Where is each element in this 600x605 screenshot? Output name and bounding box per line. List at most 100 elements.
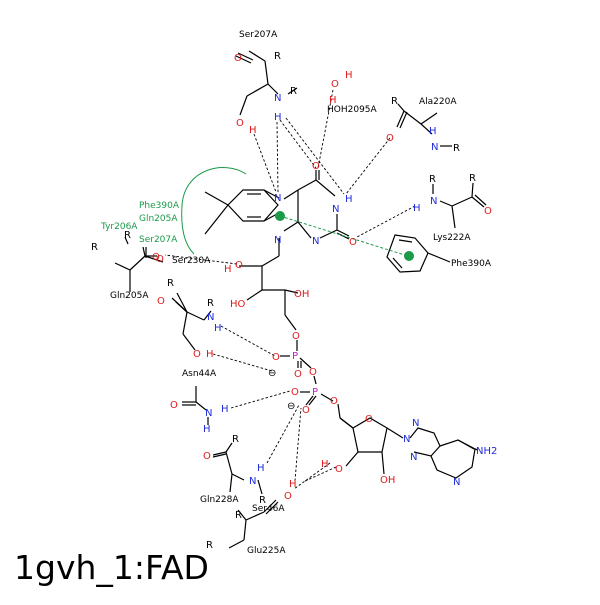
- residue-labels: Ser207A HOH2095A Ala220A Lys222A Phe390A…: [100, 30, 492, 556]
- atom-r: R: [207, 298, 214, 309]
- atom-nh2: NH2: [476, 446, 497, 457]
- label-tyr206-green: Tyr206A: [100, 222, 138, 232]
- atom-minus: ⊖: [268, 368, 276, 379]
- atom-n: N: [412, 418, 419, 429]
- atom-o: O: [203, 451, 211, 462]
- atom-o: O: [386, 133, 394, 144]
- atom-h: H: [329, 95, 337, 106]
- label-ser230: Ser230A: [172, 256, 211, 266]
- atom-h: H: [257, 463, 265, 474]
- atom-o: O: [349, 237, 357, 248]
- residue-bonds: [114, 50, 487, 549]
- atom-r: R: [206, 540, 213, 551]
- atom-n: N: [312, 236, 319, 247]
- atom-n: N: [431, 142, 438, 153]
- hydrogen-bonds: [164, 89, 416, 490]
- label-ser207-green: Ser207A: [139, 235, 178, 245]
- atom-o: O: [365, 414, 373, 425]
- label-gln205-green: Gln205A: [139, 214, 178, 224]
- label-ser207-top: Ser207A: [239, 30, 278, 40]
- label-ser46: Ser46A: [252, 504, 285, 514]
- label-ala220: Ala220A: [419, 97, 457, 107]
- atom-h: H: [413, 203, 421, 214]
- pi-centroid-flavin: [275, 211, 285, 221]
- atom-h: H: [249, 125, 257, 136]
- atom-n: N: [453, 477, 460, 488]
- atom-o: O: [272, 352, 280, 363]
- atom-h: H: [224, 264, 232, 275]
- atom-o: O: [193, 349, 201, 360]
- page-title: 1gvh_1:FAD: [14, 548, 209, 587]
- atom-h: H: [345, 194, 353, 205]
- atom-n: N: [430, 196, 437, 207]
- atom-h: H: [274, 112, 282, 123]
- atom-o: O: [330, 396, 338, 407]
- atom-o: O: [294, 369, 302, 380]
- atom-p: P: [312, 387, 318, 398]
- pi-interaction: [181, 167, 414, 261]
- atom-h: H: [429, 126, 437, 137]
- atom-o: O: [335, 464, 343, 475]
- atom-n: N: [410, 452, 417, 463]
- atom-o: O: [302, 405, 310, 416]
- atom-h: H: [214, 323, 222, 334]
- atom-labels: R O N R H O H O H H R O H N R R N H R O …: [91, 51, 497, 551]
- atom-r: R: [429, 174, 436, 185]
- label-gln228: Gln228A: [200, 495, 239, 505]
- atom-h: H: [321, 459, 329, 470]
- atom-o: O: [152, 252, 160, 263]
- atom-h: H: [345, 70, 353, 81]
- atom-h: H: [289, 479, 297, 490]
- atom-o: O: [484, 206, 492, 217]
- atom-o: O: [157, 296, 165, 307]
- atom-o: O: [156, 254, 164, 265]
- pi-centroid-phe390: [404, 251, 414, 261]
- atom-r: R: [274, 51, 281, 62]
- atom-r: R: [124, 230, 131, 241]
- atom-p: P: [292, 351, 298, 362]
- atom-o: O: [236, 118, 244, 129]
- atom-r: R: [290, 86, 297, 97]
- atom-n: N: [332, 204, 339, 215]
- atom-o: O: [170, 400, 178, 411]
- atom-minus: ⊖: [287, 401, 295, 412]
- atom-r: R: [453, 143, 460, 154]
- atom-h: H: [206, 349, 214, 360]
- atom-o: O: [284, 491, 292, 502]
- atom-ho: HO: [230, 299, 246, 310]
- atom-h: H: [203, 424, 211, 435]
- atom-o: O: [309, 367, 317, 378]
- atom-n: N: [207, 312, 214, 323]
- atom-oh: OH: [294, 289, 309, 300]
- atom-r: R: [235, 510, 242, 521]
- atom-r: R: [469, 173, 476, 184]
- atom-h: H: [221, 404, 229, 415]
- atom-n: N: [274, 193, 281, 204]
- atom-o: O: [312, 161, 320, 172]
- atom-o: O: [291, 387, 299, 398]
- atom-r: R: [232, 434, 239, 445]
- label-gln205: Gln205A: [110, 291, 149, 301]
- atom-oh: OH: [380, 475, 395, 486]
- atom-n: N: [205, 408, 212, 419]
- atom-r: R: [391, 96, 398, 107]
- atom-n: N: [274, 235, 281, 246]
- atom-n: N: [403, 434, 410, 445]
- atom-r: R: [91, 242, 98, 253]
- label-asn44: Asn44A: [182, 369, 217, 379]
- atom-r: R: [259, 495, 266, 506]
- atom-r: R: [167, 278, 174, 289]
- atom-n: N: [274, 93, 281, 104]
- label-glu225: Glu225A: [247, 546, 286, 556]
- ligand-bonds: [204, 170, 479, 479]
- atom-o: O: [331, 79, 339, 90]
- label-phe390-right: Phe390A: [451, 259, 492, 269]
- atom-o: O: [234, 53, 242, 64]
- label-phe390-green: Phe390A: [139, 201, 180, 211]
- label-lys222: Lys222A: [433, 233, 471, 243]
- atom-n: N: [249, 476, 256, 487]
- atom-o: O: [292, 331, 300, 342]
- atom-o: O: [235, 260, 243, 271]
